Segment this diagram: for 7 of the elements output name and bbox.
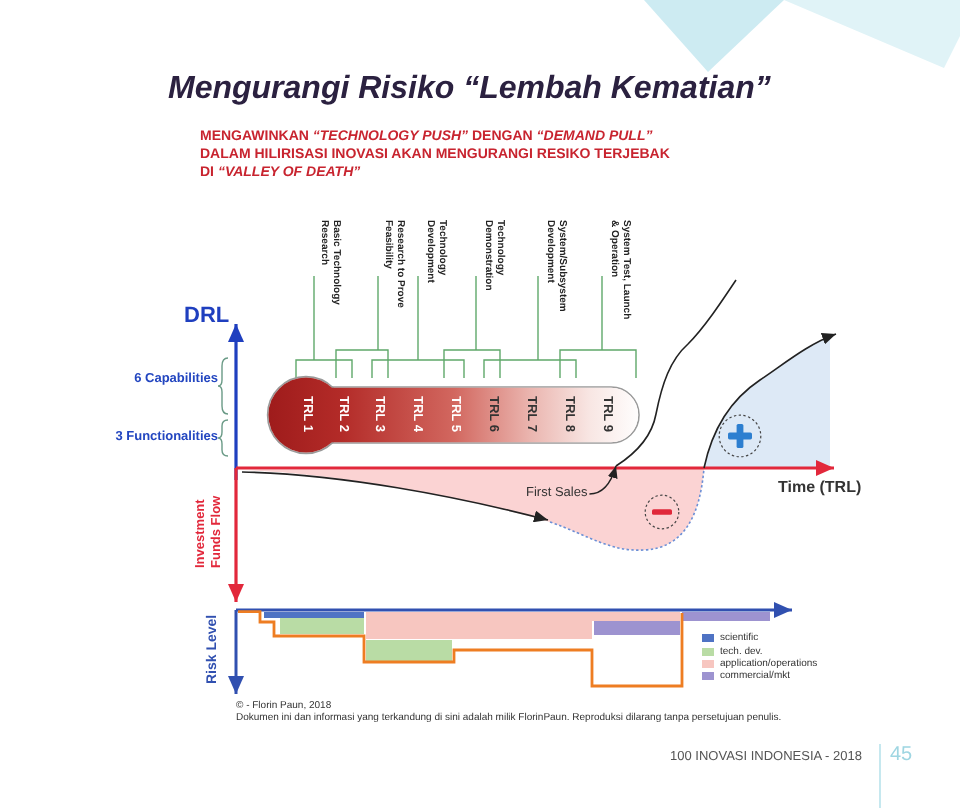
thermometer bbox=[266, 374, 642, 456]
growth-curve bbox=[615, 279, 737, 467]
leader-arrow bbox=[588, 465, 618, 495]
page-number: 45 bbox=[890, 744, 913, 768]
axis-label: Time (TRL) bbox=[778, 478, 862, 498]
axis-label: DRL bbox=[184, 304, 230, 330]
title: Mengurangi Risiko “Lembah Kematian” bbox=[168, 70, 771, 110]
